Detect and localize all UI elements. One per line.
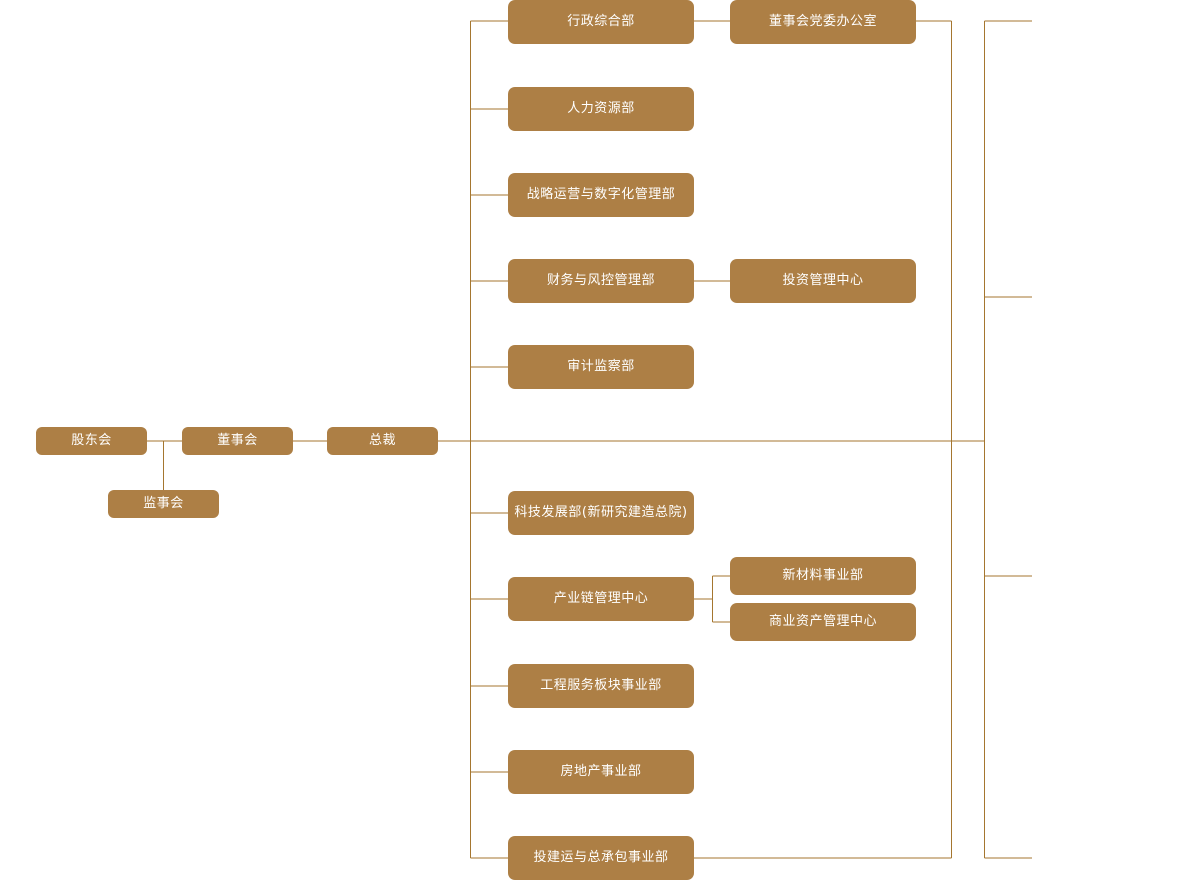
node-audit-label: 审计监察部 xyxy=(567,359,635,375)
node-board[interactable]: 董事会 xyxy=(182,427,293,455)
node-new-material-label: 新材料事业部 xyxy=(782,568,864,584)
node-commercial-asset[interactable]: 商业资产管理中心 xyxy=(730,603,916,641)
node-investment-bu[interactable]: 投建运与总承包事业部 xyxy=(508,836,694,880)
node-new-material[interactable]: 新材料事业部 xyxy=(730,557,916,595)
node-hr[interactable]: 人力资源部 xyxy=(508,87,694,131)
node-admin[interactable]: 行政综合部 xyxy=(508,0,694,44)
node-engineering-label: 工程服务板块事业部 xyxy=(540,678,662,694)
node-supervisors[interactable]: 监事会 xyxy=(108,490,219,518)
node-party-office-label: 董事会党委办公室 xyxy=(768,14,877,30)
node-audit[interactable]: 审计监察部 xyxy=(508,345,694,389)
node-supervisors-label: 监事会 xyxy=(143,496,184,512)
node-invest-center[interactable]: 投资管理中心 xyxy=(730,259,916,303)
node-strategy[interactable]: 战略运营与数字化管理部 xyxy=(508,173,694,217)
node-tech-label: 科技发展部(新研究建造总院) xyxy=(514,505,688,521)
node-commercial-asset-label: 商业资产管理中心 xyxy=(768,614,877,630)
node-party-office[interactable]: 董事会党委办公室 xyxy=(730,0,916,44)
node-strategy-label: 战略运营与数字化管理部 xyxy=(526,187,676,203)
node-board-label: 董事会 xyxy=(217,433,258,449)
node-shareholders[interactable]: 股东会 xyxy=(36,427,147,455)
node-president-label: 总裁 xyxy=(368,433,396,449)
node-realestate-label: 房地产事业部 xyxy=(560,764,642,780)
node-engineering[interactable]: 工程服务板块事业部 xyxy=(508,664,694,708)
node-shareholders-label: 股东会 xyxy=(71,433,112,449)
node-tech[interactable]: 科技发展部(新研究建造总院) xyxy=(508,491,694,535)
node-president[interactable]: 总裁 xyxy=(327,427,438,455)
node-chain-label: 产业链管理中心 xyxy=(553,591,649,607)
node-invest-center-label: 投资管理中心 xyxy=(782,273,864,289)
node-finance-label: 财务与风控管理部 xyxy=(546,273,655,289)
node-finance[interactable]: 财务与风控管理部 xyxy=(508,259,694,303)
node-admin-label: 行政综合部 xyxy=(567,14,635,30)
node-realestate[interactable]: 房地产事业部 xyxy=(508,750,694,794)
node-investment-bu-label: 投建运与总承包事业部 xyxy=(533,850,669,866)
node-chain[interactable]: 产业链管理中心 xyxy=(508,577,694,621)
node-hr-label: 人力资源部 xyxy=(567,101,635,117)
